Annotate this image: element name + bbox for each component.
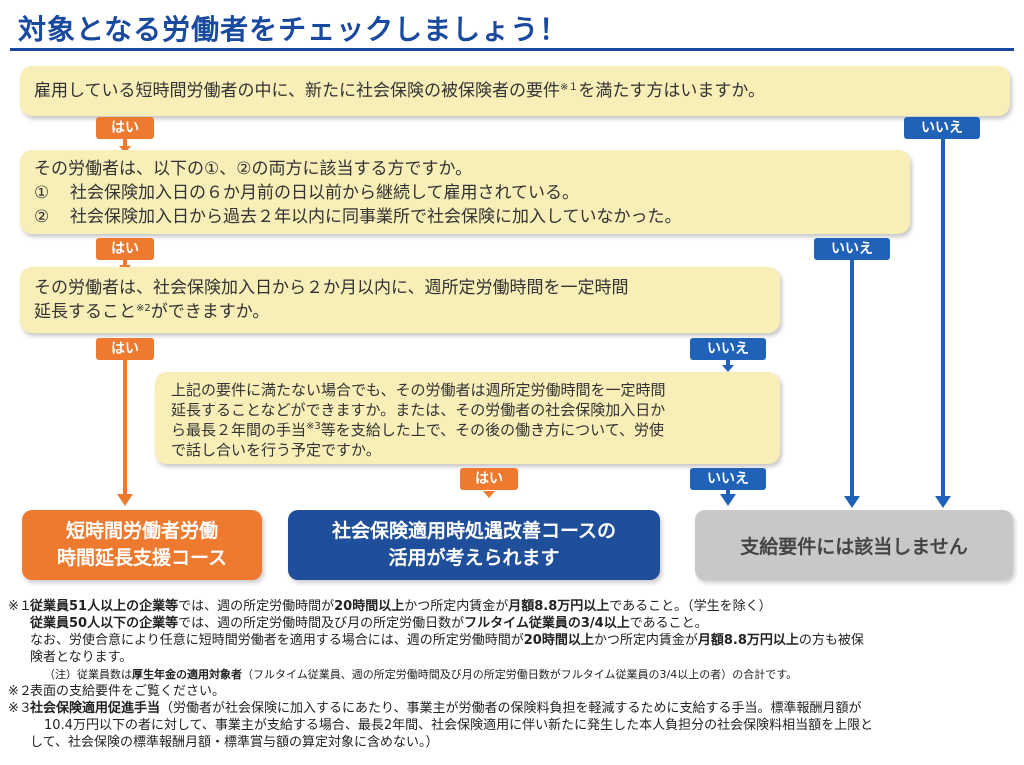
question-3-text: その労働者は、社会保険加入日から２か月以内に、週所定労働時間を一定時間 bbox=[34, 278, 629, 298]
q3-no-badge: いいえ bbox=[690, 338, 766, 360]
q1-yes-arrowhead bbox=[119, 146, 131, 153]
question-1-box: 雇用している短時間労働者の中に、新たに社会保険の被保険者の要件※１を満たす方はい… bbox=[20, 66, 1010, 116]
footnote-3-line-2: 10.4万円以下の者に対して、事業主が支給する場合、最長2年間、社会保険適用に伴… bbox=[44, 718, 874, 733]
q3-yes-arrowhead bbox=[117, 494, 133, 506]
result-not-eligible-text: 支給要件には該当しません bbox=[740, 535, 968, 558]
page-title: 対象となる労働者をチェックしましょう！ bbox=[18, 13, 569, 46]
result-course-b-line-2: 活用が考えられます bbox=[388, 547, 560, 569]
result-not-eligible: 支給要件には該当しません bbox=[695, 510, 1013, 580]
footnote-1-line-4: 険者となります。 bbox=[30, 650, 133, 665]
footnote-3-line-3: して、社会保険の標準報酬月額・標準賞与額の算定対象に含めない。） bbox=[30, 735, 439, 750]
question-4-box: 上記の要件に満たない場合でも、その労働者は週所定労働時間を一定時間 延長すること… bbox=[155, 372, 780, 464]
footnote-1-note: （注）従業員数は厚生年金の適用対象者（フルタイム従業員、週の所定労働時間及び月の… bbox=[44, 668, 798, 681]
result-course-b-line-1: 社会保険適用時処遇改善コースの bbox=[331, 520, 617, 542]
q2-no-badge: いいえ bbox=[814, 238, 890, 260]
question-4-text-3: ら最長２年間の手当※3等を支給した上で、その後の働き方について、労使 bbox=[171, 421, 664, 439]
question-4-text: 上記の要件に満たない場合でも、その労働者は週所定労働時間を一定時間 bbox=[171, 381, 666, 399]
q2-no-connector bbox=[850, 260, 854, 497]
footnote-1-line-1: ※１従業員51人以上の企業等では、週の所定労働時間が20時間以上かつ所定内賃金が… bbox=[8, 599, 772, 614]
footnote-1-line-2: 従業員50人以下の企業等では、週の所定労働時間及び月の所定労働日数がフルタイム従… bbox=[30, 616, 708, 631]
note-ref-3: ※3 bbox=[306, 421, 321, 432]
q2-no-arrowhead bbox=[844, 496, 860, 508]
result-course-a: 短時間労働者労働 時間延長支援コース bbox=[22, 510, 262, 580]
q1-no-badge: いいえ bbox=[904, 117, 980, 139]
question-4-text-2: 延長することなどができますか。または、その労働者の社会保険加入日か bbox=[171, 401, 666, 419]
result-course-b: 社会保険適用時処遇改善コースの 活用が考えられます bbox=[288, 510, 660, 580]
question-1-text: 雇用している短時間労働者の中に、新たに社会保険の被保険者の要件※１を満たす方はい… bbox=[34, 81, 766, 101]
q4-yes-badge: はい bbox=[460, 468, 518, 490]
q3-yes-connector bbox=[123, 360, 127, 496]
question-3-box: その労働者は、社会保険加入日から２か月以内に、週所定労働時間を一定時間 延長する… bbox=[20, 267, 780, 333]
q3-no-arrowhead bbox=[722, 365, 734, 372]
q1-no-arrowhead bbox=[935, 496, 951, 508]
footnote-2: ※２表面の支給要件をご覧ください。 bbox=[8, 684, 226, 699]
footnote-1-line-3: なお、労使合意により任意に短時間労働者を適用する場合には、週の所定労働時間が20… bbox=[30, 633, 864, 648]
q4-no-badge: いいえ bbox=[690, 468, 766, 490]
q1-yes-connector bbox=[123, 139, 127, 148]
q2-yes-badge: はい bbox=[96, 238, 154, 260]
q3-no-connector bbox=[726, 360, 730, 367]
footnotes: ※１従業員51人以上の企業等では、週の所定労働時間が20時間以上かつ所定内賃金が… bbox=[8, 598, 1020, 751]
q4-no-connector bbox=[726, 490, 730, 495]
title-underline bbox=[10, 48, 1014, 51]
q4-no-arrowhead bbox=[720, 494, 736, 506]
question-3-text-2: 延長すること※2ができますか。 bbox=[34, 302, 270, 322]
footnote-3-line-1: ※３社会保険適用促進手当（労働者が社会保険に加入するにあたり、事業主が労働者の保… bbox=[8, 701, 862, 716]
note-ref-1: ※１ bbox=[559, 82, 579, 93]
result-course-a-line-1: 短時間労働者労働 bbox=[65, 520, 218, 542]
q1-no-connector bbox=[941, 139, 945, 497]
result-course-a-line-2: 時間延長支援コース bbox=[56, 547, 228, 569]
q3-yes-badge: はい bbox=[96, 338, 154, 360]
q2-yes-connector bbox=[123, 260, 127, 268]
q1-yes-badge: はい bbox=[96, 117, 154, 139]
question-4-text-4: で話し合いを行う予定ですか。 bbox=[171, 441, 381, 459]
note-ref-2: ※2 bbox=[136, 303, 151, 314]
question-2-text: その労働者は、以下の①、②の両方に該当する方ですか。 bbox=[34, 159, 473, 179]
q4-yes-arrowhead bbox=[483, 491, 495, 498]
